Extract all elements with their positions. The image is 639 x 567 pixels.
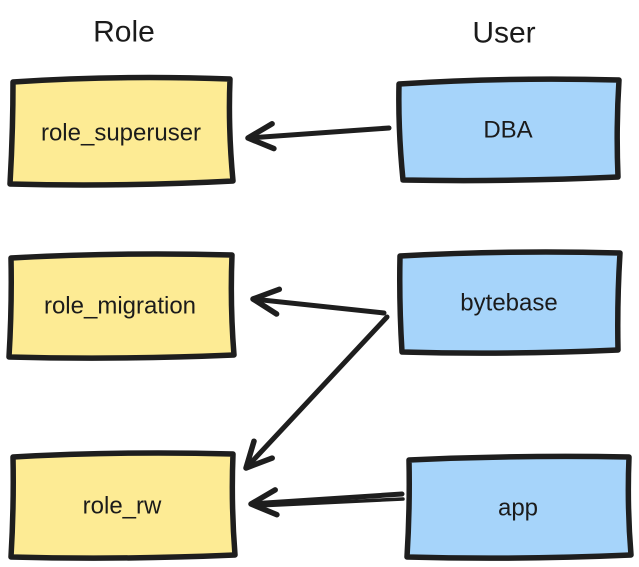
node-box-role_migration[interactable]: [6, 251, 237, 361]
edge-bytebase-to-role_migration[interactable]: [250, 286, 387, 317]
node-label-app: app: [498, 495, 538, 522]
edge-bytebase-to-role_rw[interactable]: [243, 314, 390, 471]
node-label-bytebase: bytebase: [460, 290, 557, 317]
node-dba[interactable]: DBA: [396, 76, 622, 184]
edge-sketch-line: [255, 497, 405, 508]
arrowhead-icon: [248, 487, 280, 518]
arrowhead-icon: [250, 286, 283, 317]
edge-line[interactable]: [245, 125, 392, 141]
edge-app-to-role_rw[interactable]: [248, 487, 405, 518]
node-bytebase[interactable]: bytebase: [397, 249, 623, 356]
node-role_migration[interactable]: role_migration: [6, 251, 237, 361]
node-box-dba[interactable]: [396, 76, 622, 184]
node-box-bytebase[interactable]: [397, 249, 623, 356]
edge-dba-to-role_superuser[interactable]: [245, 121, 392, 152]
arrowhead-icon: [245, 121, 277, 152]
node-label-dba: DBA: [483, 117, 532, 144]
column-header-user: User: [472, 17, 535, 50]
node-label-role_migration: role_migration: [44, 293, 196, 320]
node-box-role_rw[interactable]: [8, 450, 238, 561]
node-label-role_superuser: role_superuser: [41, 120, 201, 147]
edge-line[interactable]: [248, 491, 405, 507]
edges-layer: [243, 121, 405, 518]
node-box-role_superuser[interactable]: [7, 74, 236, 188]
node-label-role_rw: role_rw: [83, 493, 162, 520]
node-role_rw[interactable]: role_rw: [8, 450, 238, 561]
node-app[interactable]: app: [404, 453, 634, 561]
node-box-app[interactable]: [404, 453, 634, 561]
edge-line[interactable]: [243, 314, 390, 471]
node-role_superuser[interactable]: role_superuser: [7, 74, 236, 188]
arrowhead-icon: [243, 438, 275, 471]
column-header-role: Role: [93, 16, 155, 49]
edge-line[interactable]: [250, 296, 387, 316]
